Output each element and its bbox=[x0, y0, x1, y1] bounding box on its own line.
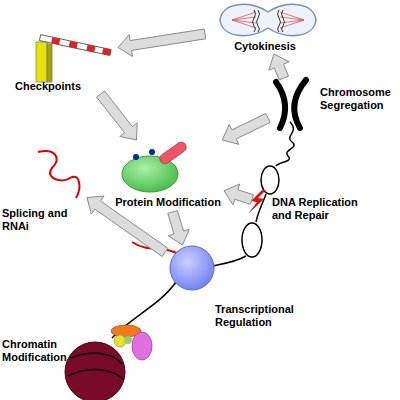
dividing-cell bbox=[220, 4, 316, 35]
barrier-gate bbox=[36, 35, 111, 82]
flow-arrow bbox=[97, 91, 138, 140]
chromatids bbox=[253, 10, 285, 32]
polymerase bbox=[170, 246, 214, 290]
flow-arrow bbox=[224, 184, 254, 205]
process-node: Splicing and RNAi bbox=[2, 145, 87, 240]
flow-arrow bbox=[118, 29, 206, 56]
node-label: DNA Replication and Repair bbox=[272, 196, 372, 222]
process-node: Chromatin Modification bbox=[0, 300, 140, 400]
nucleosome bbox=[65, 325, 152, 400]
process-node: DNA Replication and Repair bbox=[252, 190, 377, 230]
protein-symbol bbox=[122, 140, 188, 192]
node-label: Splicing and RNAi bbox=[2, 207, 72, 233]
node-label: Transcriptional Regulation bbox=[215, 303, 310, 329]
node-label: Chromosome Segregation bbox=[320, 86, 398, 112]
node-label: Cytokinesis bbox=[215, 40, 315, 53]
chromosome-symbol bbox=[276, 80, 306, 128]
process-node: Protein Modification bbox=[112, 140, 224, 212]
spindle bbox=[232, 12, 304, 28]
process-node: Chromosome Segregation bbox=[268, 78, 398, 134]
node-label: Chromatin Modification bbox=[2, 338, 77, 364]
node-label: Checkpoints bbox=[8, 80, 88, 93]
flow-arrow bbox=[269, 54, 289, 80]
flow-arrow bbox=[222, 114, 270, 145]
process-node: Transcriptional Regulation bbox=[165, 245, 315, 340]
process-node: Checkpoints bbox=[8, 22, 118, 94]
rna-strand bbox=[38, 151, 79, 198]
flow-arrow bbox=[168, 211, 190, 245]
node-label: Protein Modification bbox=[108, 196, 228, 209]
process-node: Cytokinesis bbox=[205, 0, 325, 54]
